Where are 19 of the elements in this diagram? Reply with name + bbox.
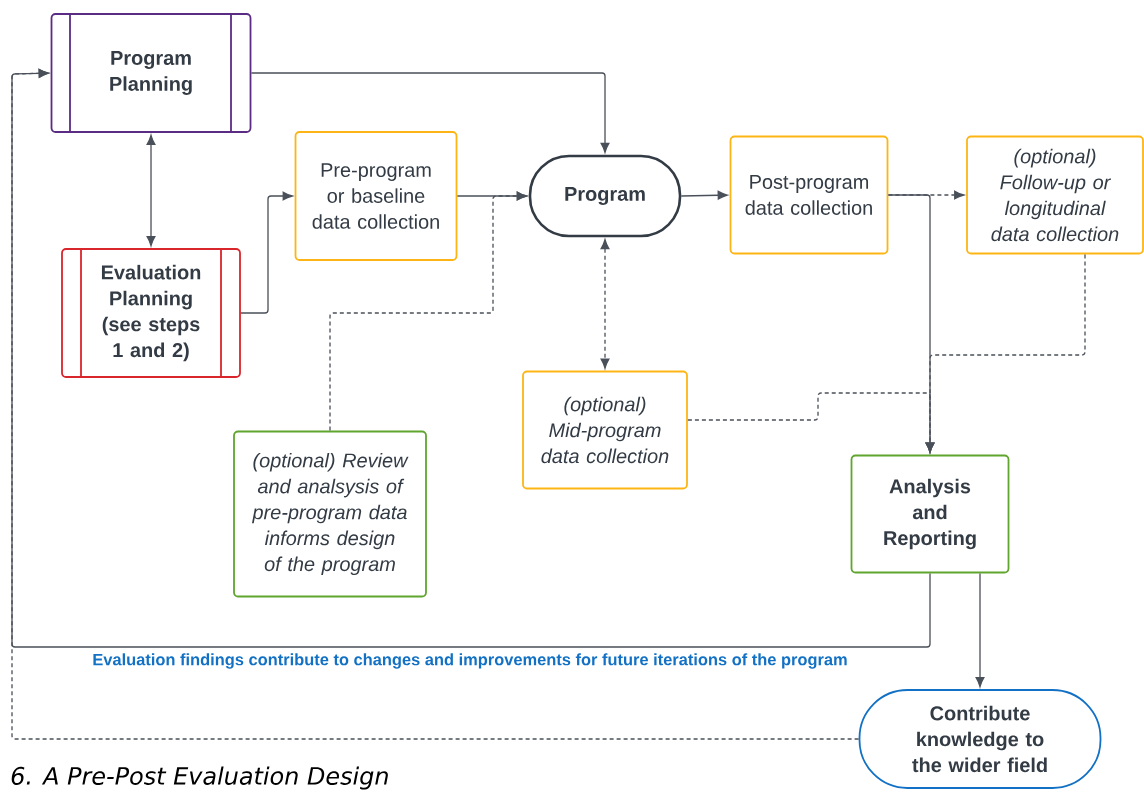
arrow bbox=[250, 72, 610, 153]
process-box: (optional) Mid-program data collection bbox=[522, 370, 688, 490]
process-box: (optional) Follow-up or longitudinal data collection bbox=[966, 135, 1144, 255]
process-box: (optional) Review and analsysis of pre-program data informs design of the program bbox=[233, 430, 427, 598]
arrow bbox=[240, 191, 293, 314]
arrow bbox=[600, 239, 610, 369]
arrow bbox=[975, 572, 985, 688]
arrow bbox=[329, 191, 527, 432]
process-box: Analysis and Reporting bbox=[850, 454, 1010, 574]
edge-label: Evaluation findings contribute to changes and improvements for future iterations of the program bbox=[91, 652, 849, 670]
arrow bbox=[687, 392, 935, 453]
caption: 6. A Pre-Post Evaluation Design bbox=[11, 766, 388, 790]
arrow bbox=[146, 134, 156, 247]
arrow bbox=[680, 190, 728, 200]
process-box: Post-program data collection bbox=[729, 135, 889, 255]
arrow bbox=[11, 68, 860, 740]
process-box: Pre-program or baseline data collection bbox=[294, 131, 458, 261]
process-box: Evaluation Planning (see steps 1 and 2) bbox=[61, 248, 241, 378]
process-box: Program Planning bbox=[50, 13, 252, 133]
